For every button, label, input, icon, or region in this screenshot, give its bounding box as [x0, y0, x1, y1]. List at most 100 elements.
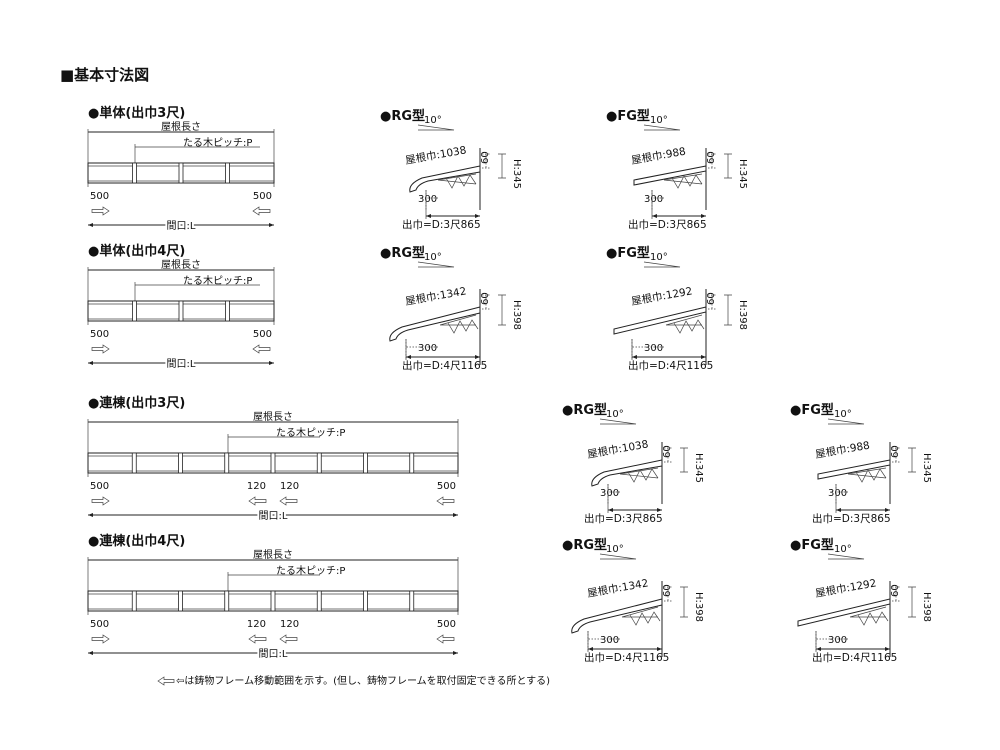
slope-angle-marker	[599, 418, 637, 425]
height-label: H:398	[921, 592, 932, 622]
move-right-arrow-icon	[91, 344, 110, 354]
thickness-60-label: 60	[890, 445, 901, 458]
move-range-arrow-icon	[157, 676, 175, 686]
rg-roof-profile	[591, 459, 663, 487]
thickness-60-label: 60	[662, 584, 673, 597]
plan-heading: ●単体(出巾4尺)	[88, 243, 185, 259]
thickness-60-label: 60	[662, 445, 673, 458]
rafter	[270, 590, 276, 612]
roof-width-label: 屋根巾:1038	[404, 143, 467, 167]
right-offset-label: 500	[253, 191, 272, 202]
height-label: H:345	[693, 453, 704, 483]
rafter	[178, 452, 183, 474]
rafter	[178, 590, 183, 612]
bracket-truss	[847, 467, 887, 483]
slope-angle-marker	[827, 418, 865, 425]
section-type-heading: ●RG型	[380, 245, 425, 261]
right-offset-label: 500	[437, 481, 456, 492]
section-type-heading: ●RG型	[380, 108, 425, 124]
slope-angle-label: 10°	[834, 409, 852, 420]
height-dimension	[908, 586, 916, 618]
depth-label: 出巾=D:3尺865	[402, 218, 481, 231]
dimension-300-label: 300	[418, 194, 437, 205]
move-right-arrow-icon	[91, 206, 110, 216]
thickness-dimension	[892, 586, 900, 602]
bracket-truss	[619, 467, 659, 483]
dimension-300-label: 300	[600, 635, 619, 646]
rafter-pitch-label: たる木ピッチ:P	[183, 137, 252, 149]
rg-roof-profile	[571, 598, 663, 634]
opening-label: 間口:L	[167, 358, 196, 370]
dimension-300-label: 300	[644, 343, 663, 354]
rafter	[316, 452, 322, 474]
thickness-dimension	[892, 447, 900, 463]
rafter	[316, 590, 322, 612]
rafter	[178, 162, 184, 184]
right-offset-label: 500	[253, 329, 272, 340]
slope-angle-marker	[827, 553, 865, 560]
rafter	[132, 162, 137, 184]
plan-heading: ●単体(出巾3尺)	[88, 105, 185, 121]
rafter	[131, 590, 137, 612]
move-left-arrow-icon	[248, 634, 267, 644]
thickness-dimension	[482, 294, 490, 310]
rafter-pitch-label: たる木ピッチ:P	[276, 427, 345, 439]
plan-heading: ●連棟(出巾4尺)	[88, 533, 185, 549]
height-label: H:398	[511, 300, 522, 330]
thickness-dimension	[664, 586, 672, 602]
rafter	[363, 452, 368, 474]
section-type-heading: ●FG型	[790, 537, 834, 553]
depth-label: 出巾=D:4尺1165	[584, 651, 669, 664]
depth-label: 出巾=D:3尺865	[584, 512, 663, 525]
bracket-truss	[665, 314, 705, 334]
height-dimension	[498, 294, 506, 326]
section-type-heading: ●FG型	[606, 245, 650, 261]
bracket-truss	[439, 314, 479, 334]
depth-label: 出巾=D:3尺865	[628, 218, 707, 231]
rg-roof-profile	[389, 306, 481, 342]
roof-width-label: 屋根巾:988	[814, 439, 871, 461]
depth-label: 出巾=D:4尺1165	[628, 359, 713, 372]
dimension-300-label: 300	[600, 488, 619, 499]
slope-angle-marker	[643, 261, 681, 268]
move-left-arrow-icon	[252, 206, 271, 216]
mid-left-offset-label: 120	[247, 481, 266, 492]
dimension-300-label: 300	[644, 194, 663, 205]
mid-right-offset-label: 120	[280, 481, 299, 492]
roof-length-label: 屋根長さ	[253, 410, 293, 423]
legend-note: ⇦は鋳物フレーム移動範囲を示す。(但し、鋳物フレームを取付固定できる所とする)	[157, 674, 550, 687]
roof-length-label: 屋根長さ	[161, 120, 201, 133]
slope-angle-label: 10°	[424, 252, 442, 263]
thickness-60-label: 60	[480, 151, 491, 164]
opening-label: 間口:L	[167, 220, 196, 232]
right-offset-label: 500	[437, 619, 456, 630]
rg-roof-profile	[409, 165, 481, 193]
thickness-60-label: 60	[706, 292, 717, 305]
height-dimension	[680, 586, 688, 618]
move-left-arrow-icon	[252, 344, 271, 354]
roof-width-label: 屋根巾:1292	[630, 284, 693, 308]
left-offset-label: 500	[90, 191, 109, 202]
slope-angle-marker	[417, 124, 455, 131]
bracket-truss	[663, 173, 703, 189]
dimension-300-label: 300	[418, 343, 437, 354]
opening-label: 間口:L	[259, 510, 288, 522]
bracket-truss	[437, 173, 477, 189]
roof-width-label: 屋根巾:1342	[586, 576, 649, 600]
move-right-arrow-icon	[91, 634, 110, 644]
slope-angle-marker	[643, 124, 681, 131]
slope-angle-label: 10°	[834, 544, 852, 555]
thickness-dimension	[708, 294, 716, 310]
thickness-60-label: 60	[890, 584, 901, 597]
slope-angle-marker	[417, 261, 455, 268]
move-left-arrow-icon	[248, 496, 267, 506]
mid-left-offset-label: 120	[247, 619, 266, 630]
